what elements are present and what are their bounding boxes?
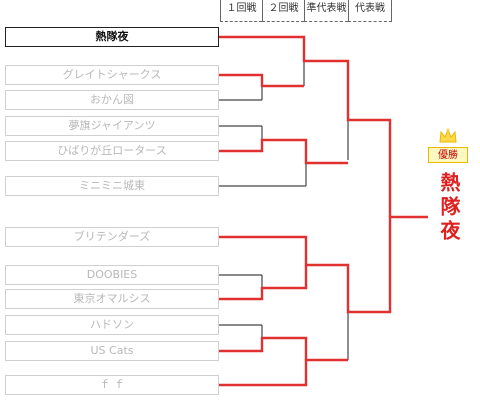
champion-name[interactable]: 熱隊夜 <box>437 172 461 244</box>
champion-badge: 優勝 <box>428 147 468 163</box>
team-box[interactable]: DOOBIES <box>5 265 219 285</box>
team-box[interactable]: ブリテンダーズ <box>5 227 219 247</box>
round-header-3: 準代表戦 <box>304 0 348 22</box>
winning-line <box>219 358 348 387</box>
crown-icon <box>439 128 457 143</box>
team-box[interactable]: ｆ ｆ <box>5 375 219 395</box>
team-box[interactable]: おかん図 <box>5 90 219 110</box>
winning-line <box>219 336 308 360</box>
winning-line <box>219 73 304 88</box>
team-box[interactable]: US Cats <box>5 341 219 361</box>
round-header-2: ２回戦 <box>262 0 304 22</box>
round-header-4: 代表戦 <box>348 0 392 22</box>
team-box[interactable]: 東京オマルシス <box>5 289 219 309</box>
winning-line <box>219 35 392 217</box>
team-box[interactable]: グレイトシャークス <box>5 65 219 85</box>
team-box[interactable]: ハドソン <box>5 315 219 335</box>
team-box[interactable]: 夢旗ジャイアンツ <box>5 116 219 136</box>
team-box[interactable]: ひばりが丘ロータース <box>5 141 219 161</box>
winning-line <box>219 138 348 165</box>
winning-line <box>219 215 428 314</box>
team-box[interactable]: ミニミニ城東 <box>5 176 219 196</box>
team-box[interactable]: 熱隊夜 <box>5 27 219 47</box>
winning-line <box>219 265 308 301</box>
round-header-1: １回戦 <box>220 0 262 22</box>
